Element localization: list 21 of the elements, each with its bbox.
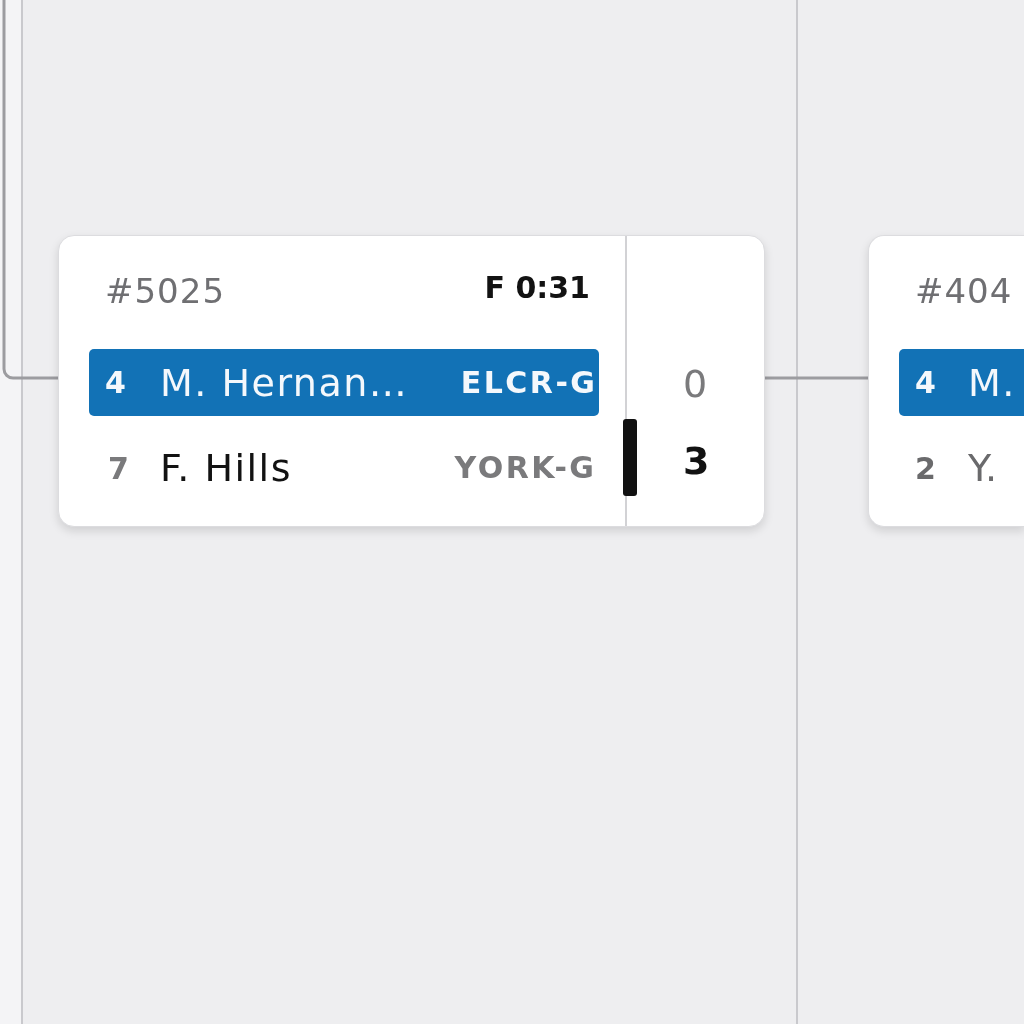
match-number: #5025 bbox=[105, 271, 225, 313]
wrestler-name: M. bbox=[968, 360, 1016, 407]
seed-number: 2 bbox=[915, 450, 936, 487]
wrestler-name: F. Hills bbox=[160, 445, 292, 492]
highlighted-row bbox=[899, 349, 1024, 416]
team-code: YORK-G bbox=[454, 449, 597, 486]
match-number: #404 bbox=[915, 271, 1013, 313]
wrestler-name: M. Hernan… bbox=[160, 360, 409, 407]
match-card bbox=[58, 235, 765, 527]
highlighted-row bbox=[89, 349, 599, 416]
score: 3 bbox=[683, 438, 710, 485]
wrestler-name: Y. bbox=[968, 445, 999, 492]
seed-number: 4 bbox=[915, 364, 936, 401]
seed-number: 7 bbox=[108, 450, 129, 487]
match-card bbox=[868, 235, 1024, 527]
score: 0 bbox=[683, 361, 708, 408]
team-code: ELCR-G bbox=[460, 364, 598, 401]
connector-line bbox=[2, 0, 58, 380]
match-result: F 0:31 bbox=[484, 269, 590, 306]
seed-number: 4 bbox=[105, 364, 126, 401]
connector-line bbox=[765, 376, 868, 380]
